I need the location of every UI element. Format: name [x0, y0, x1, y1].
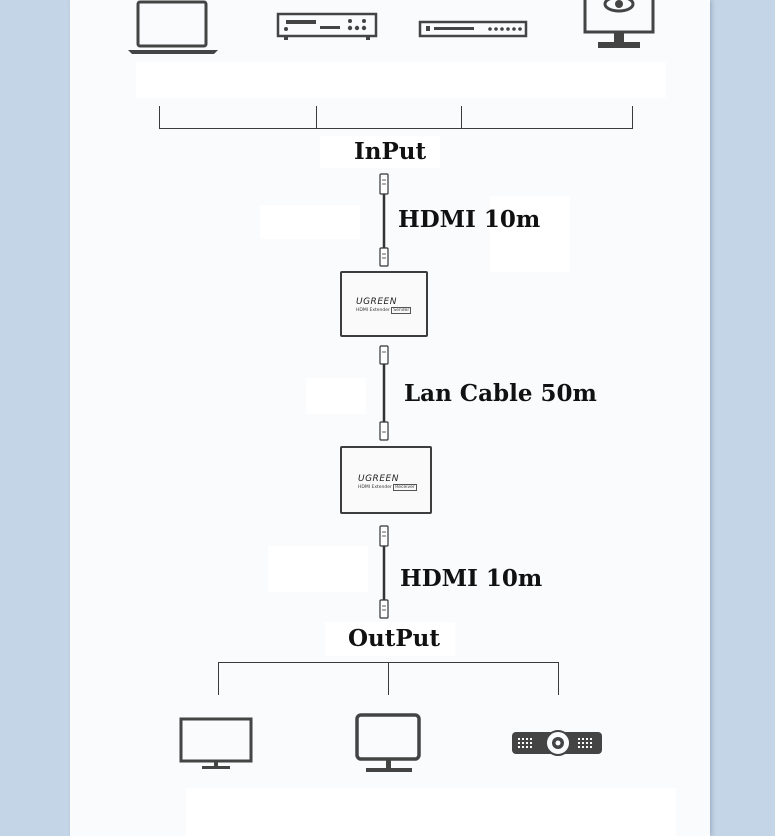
connector-line: [316, 106, 317, 128]
white-box: [490, 196, 570, 272]
hdmi-cable-top: [379, 173, 389, 267]
receiver-brand: UGREEN: [358, 474, 399, 484]
transmitter-model-name: HDMI Extender: [356, 308, 390, 313]
connector-line: [558, 662, 559, 695]
transmitter-box: UGREEN HDMI Extender Sender: [340, 271, 428, 337]
white-box: [306, 378, 366, 414]
monitor-camera-icon: [583, 0, 655, 48]
transmitter-role: Sender: [391, 307, 412, 314]
lan-cable: [379, 345, 389, 441]
monitor-icon: [355, 713, 421, 772]
dvd-player-icon: [276, 12, 378, 40]
white-box: [268, 546, 368, 592]
receiver-model: HDMI Extender Receiver: [358, 484, 417, 491]
set-top-box-icon: [418, 20, 528, 38]
receiver-role: Receiver: [393, 484, 417, 491]
cable-bottom-label: HDMI 10m: [400, 565, 543, 592]
white-box: [320, 136, 440, 168]
connector-line: [218, 662, 219, 695]
white-box: [136, 62, 666, 98]
connector-line: [461, 106, 462, 128]
white-box: [260, 205, 360, 239]
connector-line: [159, 106, 160, 128]
projector-icon: [512, 730, 602, 756]
receiver-box: UGREEN HDMI Extender Receiver: [340, 446, 432, 514]
cable-middle-label: Lan Cable 50m: [404, 380, 597, 407]
receiver-model-name: HDMI Extender: [358, 485, 392, 490]
white-box: [186, 788, 676, 836]
white-box: [325, 622, 455, 656]
hdmi-cable-bottom: [379, 525, 389, 619]
diagram-canvas: InPut HDMI 10m UGREEN HDMI Extender Send…: [70, 0, 710, 836]
transmitter-model: HDMI Extender Sender: [356, 307, 412, 314]
connector-line: [388, 662, 389, 695]
input-bracket-line: [159, 128, 633, 129]
tv-icon: [179, 717, 253, 769]
transmitter-brand: UGREEN: [356, 297, 397, 307]
input-label: InPut: [354, 138, 427, 165]
cable-top-label: HDMI 10m: [398, 206, 541, 233]
laptop-icon: [128, 0, 218, 54]
connector-line: [632, 106, 633, 128]
output-label: OutPut: [348, 625, 441, 652]
